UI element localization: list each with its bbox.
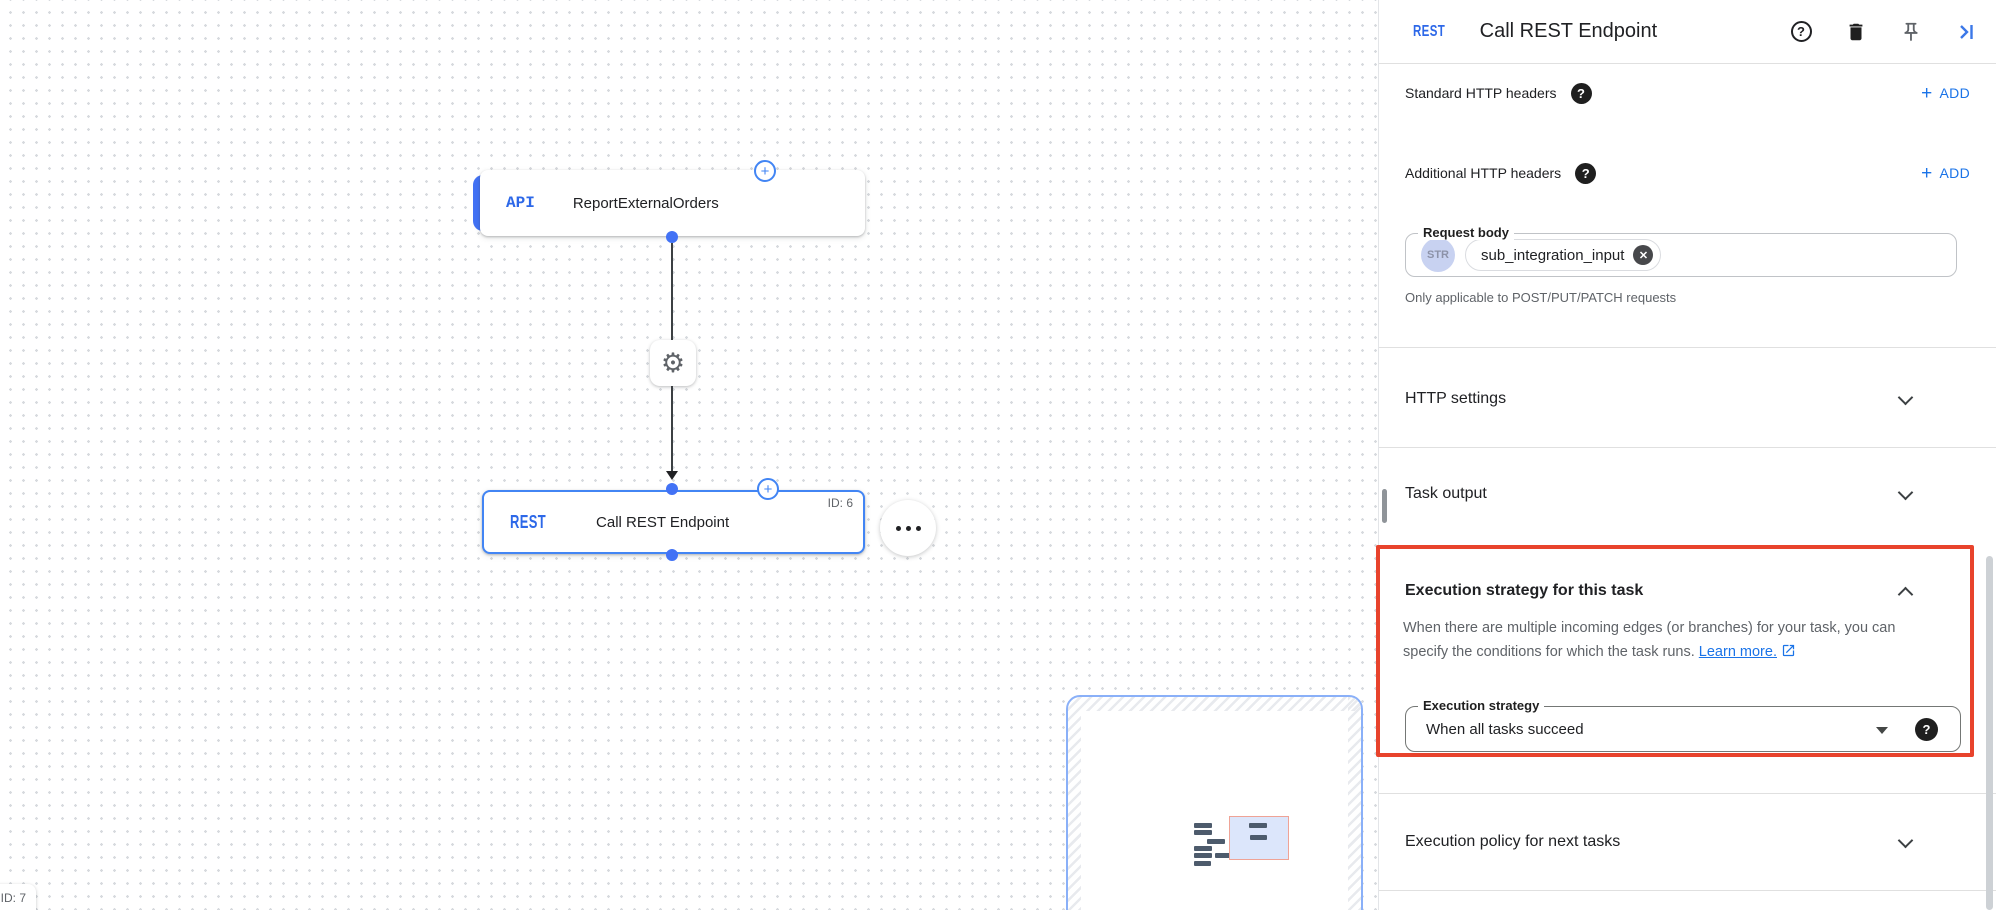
more-icon [905,525,911,531]
help-button[interactable]: ? [1789,20,1813,44]
execution-strategy-value: When all tasks succeed [1426,720,1584,738]
node-label: ReportExternalOrders [572,194,719,212]
request-body-field[interactable]: Request body STR sub_integration_input ✕ [1405,225,1957,277]
minimap-node-bar [1194,830,1212,835]
plus-icon: + [1921,82,1933,104]
chevron-down-icon[interactable] [1897,832,1914,849]
open-in-new-icon[interactable] [1781,643,1796,658]
variable-chip-label: sub_integration_input [1481,246,1625,264]
minimap-hatch-border [1348,697,1361,910]
section-execution-strategy[interactable]: Execution strategy for this task [1405,582,1644,599]
pin-icon [1904,22,1918,41]
help-icon[interactable]: ? [1570,82,1592,104]
execution-strategy-select[interactable]: Execution strategy When all tasks succee… [1405,698,1961,752]
section-execution-policy[interactable]: Execution policy for next tasks [1405,833,1621,850]
node-id-label: ID: 6 [827,496,853,510]
chevron-down-icon[interactable] [1897,389,1914,406]
request-body-helper: Only applicable to POST/PUT/PATCH reques… [1405,290,1677,305]
panel-title: Call REST Endpoint [1479,20,1658,42]
scroll-indicator [1382,489,1387,523]
plus-icon: + [1921,162,1933,184]
section-http-settings[interactable]: HTTP settings [1405,390,1507,407]
add-additional-header-button[interactable]: + ADD [1921,162,1970,184]
collapse-panel-button[interactable] [1954,20,1978,44]
gear-icon: ⚙ [660,347,686,378]
add-task-button[interactable]: + [754,160,776,182]
node-report-external-orders[interactable]: API ReportExternalOrders [473,170,865,236]
node-card[interactable]: API ReportExternalOrders [480,170,865,236]
rest-badge: REST [510,511,547,532]
standard-headers-row: Standard HTTP headers ? + ADD [1405,78,1970,108]
minimap-node-bar [1194,846,1212,851]
minimap-node-bar [1250,835,1267,840]
panel-scrollbar[interactable] [1986,556,1993,910]
trash-icon [1849,23,1863,40]
standard-headers-label: Standard HTTP headers [1405,85,1557,101]
remove-variable-button[interactable]: ✕ [1633,245,1654,265]
minimap-node-bar [1194,823,1212,828]
add-task-button[interactable]: + [757,478,779,500]
additional-headers-row: Additional HTTP headers ? + ADD [1405,158,1970,188]
more-icon [895,525,901,531]
chevron-up-icon[interactable] [1897,586,1914,603]
api-badge: API [506,194,535,212]
canvas-minimap[interactable] [1066,695,1363,910]
connection-point-out[interactable] [666,549,678,561]
rest-badge: REST [1413,22,1446,40]
minimap-node-bar [1215,853,1230,858]
delete-task-button[interactable] [1844,20,1868,44]
edge-settings-button[interactable]: ⚙ [650,340,696,386]
help-icon: ? [1790,21,1812,42]
chevron-down-icon[interactable] [1897,484,1914,501]
minimap-node-bar [1207,839,1225,844]
pin-panel-button[interactable] [1899,20,1923,44]
node-call-rest-endpoint[interactable]: REST Call REST Endpoint ID: 6 [482,490,865,554]
node-partial[interactable]: ID: 7 [0,884,36,910]
request-body-label: Request body [1418,225,1514,240]
help-icon[interactable]: ? [1575,162,1597,184]
connection-point-out[interactable] [666,231,678,243]
variable-chip[interactable]: sub_integration_input ✕ [1465,239,1662,271]
execution-strategy-label: Execution strategy [1418,698,1545,713]
minimap-node-bar [1194,853,1212,858]
node-id-label: ID: 7 [0,891,26,905]
more-options-button[interactable] [880,500,936,556]
task-config-panel: REST Call REST Endpoint ? [1378,0,1996,910]
divider [1379,793,1996,794]
help-icon[interactable]: ? [1915,718,1938,741]
learn-more-link[interactable]: Learn more. [1698,643,1777,660]
minimap-hatch-border [1068,697,1361,711]
divider [1379,890,1996,891]
node-card-selected[interactable]: REST Call REST Endpoint [482,490,865,554]
connection-point-in[interactable] [666,483,678,495]
panel-header: REST Call REST Endpoint ? [1379,0,1996,64]
edge-arrowhead [666,471,678,480]
dropdown-caret-icon[interactable] [1876,727,1888,734]
more-icon [915,525,921,531]
minimap-node-bar [1249,823,1267,828]
divider [1379,347,1996,348]
workflow-canvas[interactable]: API ReportExternalOrders + ⚙ REST Call R… [0,0,1378,910]
collapse-right-icon [1960,24,1973,39]
additional-headers-label: Additional HTTP headers [1405,165,1562,181]
variable-type-chip: STR [1421,238,1455,272]
divider [1379,447,1996,448]
add-standard-header-button[interactable]: + ADD [1921,82,1970,104]
execution-strategy-description: When there are multiple incoming edges (… [1403,620,1896,660]
section-task-output[interactable]: Task output [1405,485,1487,502]
minimap-node-bar [1194,861,1211,866]
node-label: Call REST Endpoint [596,513,730,531]
minimap-hatch-border [1068,697,1081,910]
